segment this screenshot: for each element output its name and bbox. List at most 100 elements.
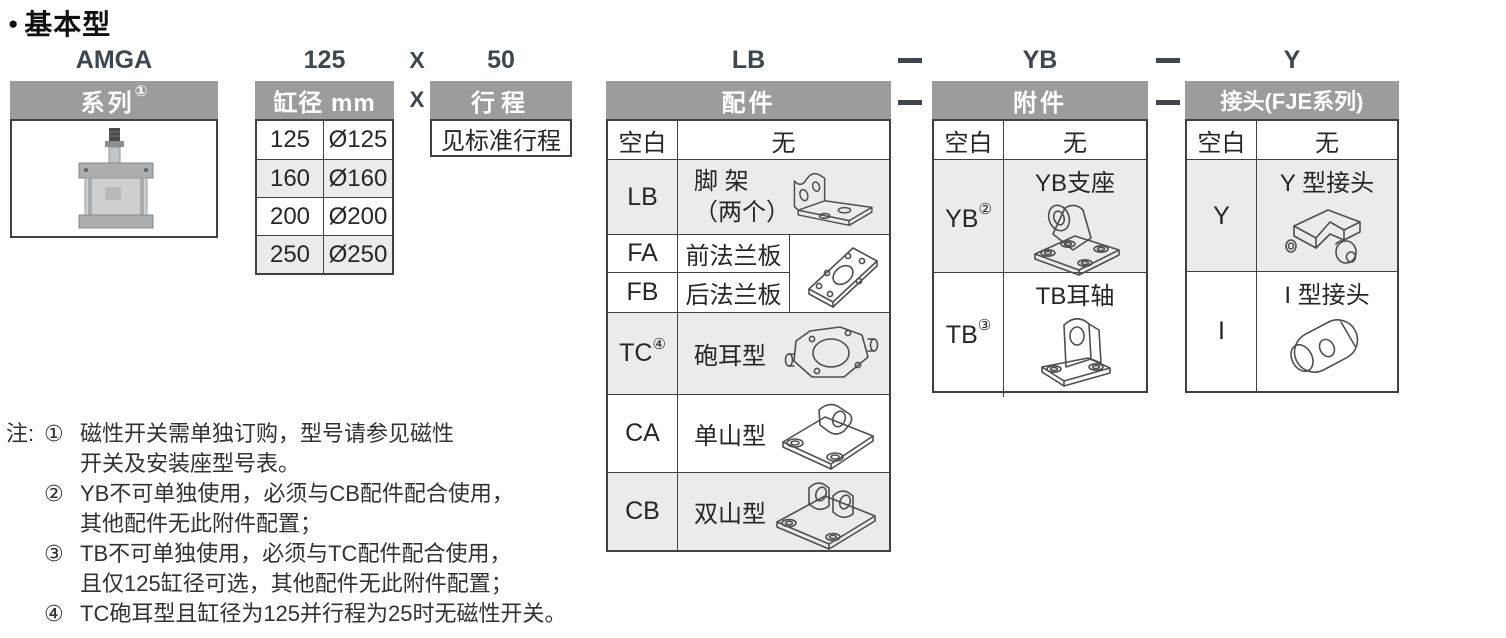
bore-dia: Ø250 xyxy=(328,240,388,268)
section-heading: ● 基本型 xyxy=(8,3,111,43)
dash-separator xyxy=(1156,100,1180,105)
stroke-value: 见标准行程 xyxy=(430,119,572,157)
joint-name-cell: Y 型接头 xyxy=(1257,160,1397,272)
accessory-name: 前法兰板 xyxy=(678,235,790,273)
attachment-code: 空白 xyxy=(934,121,1004,159)
notes: 注: ① 磁性开关需单独订购，型号请参见磁性 开关及安装座型号表。 ② YB不可… xyxy=(6,419,646,629)
double-clevis-icon xyxy=(776,481,876,550)
dash-separator-column xyxy=(1154,42,1182,122)
joint-name: I 型接头 xyxy=(1284,282,1370,309)
accessory-code: CB xyxy=(608,473,678,550)
table-row: 200 Ø200 xyxy=(257,197,392,235)
dash-separator xyxy=(1156,58,1180,63)
attachments-header: 附件 xyxy=(932,81,1148,119)
accessory-name-cell: 单山型 xyxy=(678,395,889,472)
bore-code: 250 xyxy=(257,236,324,273)
note-prefix: 注: xyxy=(6,421,35,446)
single-clevis-icon xyxy=(782,403,874,470)
code-attachment: YB xyxy=(1022,46,1058,74)
yb-mount-icon xyxy=(1034,204,1120,276)
tb-trunnion-icon xyxy=(1041,317,1111,387)
stroke-column: 50 行程 见标准行程 xyxy=(430,42,572,157)
joint-name: 无 xyxy=(1315,129,1339,157)
section-title: 基本型 xyxy=(24,9,112,40)
accessory-name: 双山型 xyxy=(694,501,766,528)
accessory-code: CA xyxy=(608,395,678,472)
table-row: 250 Ø250 xyxy=(257,235,392,273)
bore-code: 160 xyxy=(257,160,324,197)
trunnion-icon xyxy=(784,325,879,378)
code-joint: Y xyxy=(1283,46,1301,74)
bore-dia: Ø200 xyxy=(328,202,388,230)
table-row-group-fa-fb: FA 前法兰板 FB 后法兰板 xyxy=(608,234,889,312)
series-header-label: 系列 xyxy=(80,89,135,117)
table-row: 空白 无 xyxy=(934,121,1146,159)
accessory-name: 单山型 xyxy=(694,423,766,450)
code-accessory: LB xyxy=(731,46,766,74)
bore-code: 125 xyxy=(257,121,324,159)
bullet-icon: ● xyxy=(8,13,19,33)
code-stroke: 50 xyxy=(487,46,515,74)
attachment-name: 无 xyxy=(1063,129,1087,157)
note-number: ① xyxy=(44,421,64,446)
note-text: 磁性开关需单独订购，型号请参见磁性 开关及安装座型号表。 xyxy=(80,421,455,476)
code-series: AMGA xyxy=(75,46,153,74)
dash-separator xyxy=(898,58,922,63)
i-eye-joint-icon xyxy=(1290,319,1359,373)
note-number: ② xyxy=(44,481,64,506)
joint-name: Y 型接头 xyxy=(1279,170,1375,197)
attachment-name: TB耳轴 xyxy=(1035,283,1115,310)
table-row: Y Y 型接头 xyxy=(1187,159,1397,272)
stroke-header: 行程 xyxy=(430,81,572,119)
note-item: ③ TB不可单独使用，必须与TC配件配合使用， 且仅125缸径可选，其他配件无此… xyxy=(6,539,646,599)
table-row: 160 Ø160 xyxy=(257,159,392,197)
y-clevis-joint-icon xyxy=(1285,209,1361,264)
table-row: LB 脚 架 （两个） xyxy=(608,159,889,234)
note-item: 注: ① 磁性开关需单独订购，型号请参见磁性 开关及安装座型号表。 xyxy=(6,419,646,479)
note-item: ② YB不可单独使用，必须与CB配件配合使用， 其他配件无此附件配置； xyxy=(6,479,646,539)
flange-plate-icon xyxy=(807,246,878,308)
x-separator-code: X xyxy=(409,47,425,73)
series-header-sup: ① xyxy=(134,83,148,100)
dash-separator-column xyxy=(896,42,924,122)
bore-dia: Ø160 xyxy=(328,164,388,192)
table-row: 125 Ø125 xyxy=(257,121,392,159)
bore-code: 200 xyxy=(257,198,324,235)
accessory-code: LB xyxy=(608,160,678,234)
note-text: YB不可单独使用，必须与CB配件配合使用， 其他配件无此附件配置； xyxy=(80,481,514,536)
pneumatic-cylinder-photo xyxy=(78,127,154,228)
note-item: ④ TC砲耳型且缸径为125并行程为25时无磁性开关。 xyxy=(6,599,646,629)
accessory-name: 后法兰板 xyxy=(678,273,790,312)
accessory-code: 空白 xyxy=(608,121,678,159)
joint-code: 空白 xyxy=(1187,121,1257,159)
x-separator-column: X X xyxy=(402,42,432,122)
bore-dia: Ø125 xyxy=(328,126,388,153)
bore-header: 缸径 mm xyxy=(255,81,394,119)
attachment-name: YB支座 xyxy=(1034,170,1115,197)
accessory-name: 砲耳型 xyxy=(694,343,766,370)
attachment-name-cell: YB支座 xyxy=(1004,160,1146,278)
note-text: TC砲耳型且缸径为125并行程为25时无磁性开关。 xyxy=(80,601,567,626)
accessory-code: FB xyxy=(608,273,678,312)
joints-table: 空白 无 Y Y 型接头 xyxy=(1185,119,1399,393)
table-row: CB 双山型 xyxy=(608,472,889,550)
joint-code: Y xyxy=(1187,160,1257,272)
table-row: I I 型接头 xyxy=(1187,271,1397,391)
note-number: ③ xyxy=(44,541,64,566)
code-bore: 125 xyxy=(303,46,346,74)
accessories-column: LB 配件 空白 无 LB 脚 架 （两个） xyxy=(606,42,891,552)
accessory-name-cell: 砲耳型 xyxy=(678,313,889,394)
accessory-name-cell: 脚 架 （两个） xyxy=(678,160,889,234)
joints-header: 接头(FJE系列) xyxy=(1185,81,1399,119)
accessory-name-cell: 双山型 xyxy=(678,473,889,550)
cylinder-photo-cell xyxy=(10,119,218,238)
